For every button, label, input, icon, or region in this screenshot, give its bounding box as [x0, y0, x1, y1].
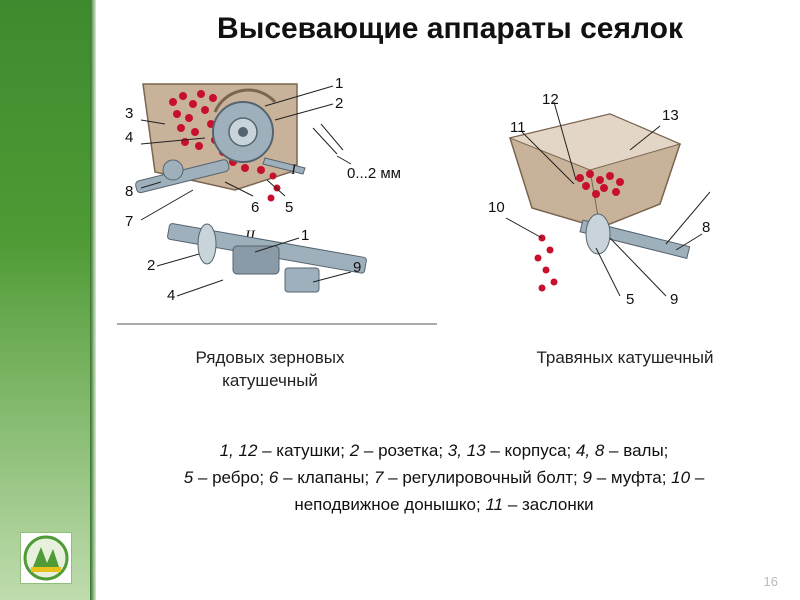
legend-segment: – заслонки: [503, 495, 594, 514]
legend-segment: 10: [671, 468, 690, 487]
label-4: 4: [125, 129, 133, 146]
sidebar-band: [0, 0, 90, 600]
label-12: 12: [542, 91, 559, 108]
legend-segment: – валы;: [604, 441, 668, 460]
label-8: 8: [125, 183, 133, 200]
legend-segment: – клапаны;: [278, 468, 374, 487]
legend-segment: 1, 12: [220, 441, 258, 460]
label-7: 7: [125, 213, 133, 230]
slide-title: Высевающие аппараты сеялок: [110, 12, 790, 46]
legend-segment: 4, 8: [576, 441, 604, 460]
label-13: 13: [662, 107, 679, 124]
legend-segment: 3, 13: [448, 441, 486, 460]
legend-line-3: неподвижное донышко; 11 – заслонки: [104, 491, 784, 518]
label-2: 2: [335, 95, 343, 112]
legend-segment: неподвижное донышко;: [294, 495, 485, 514]
left-caption: Рядовых зерновых катушечный: [150, 346, 390, 392]
legend-segment: – катушки;: [257, 441, 349, 460]
left-caption-line1: Рядовых зерновых: [150, 346, 390, 369]
legend-segment: 6: [269, 468, 278, 487]
legend-segment: – розетка;: [359, 441, 448, 460]
label-6: 6: [251, 199, 259, 216]
right-caption: Травяных катушечный: [505, 346, 745, 369]
university-logo: [20, 532, 72, 584]
label-shaft-1: 1: [301, 227, 309, 244]
page-number: 16: [764, 574, 778, 589]
legend-segment: –: [690, 468, 704, 487]
legend-segment: – муфта;: [592, 468, 671, 487]
label-shaft-2: 2: [147, 257, 155, 274]
label-3: 3: [125, 105, 133, 122]
legend-segment: 11: [485, 495, 503, 514]
logo-graphic: [21, 533, 71, 583]
sidebar-stripe: [90, 0, 96, 600]
label-r9: 9: [670, 291, 678, 308]
legend-segment: 5: [184, 468, 193, 487]
left-caption-line2: катушечный: [150, 369, 390, 392]
label-roman-1: I: [290, 162, 297, 178]
label-1: 1: [335, 75, 343, 92]
label-5: 5: [285, 199, 293, 216]
grass-seeder-diagram: 12 13 11 4 8 10 5 9: [480, 88, 710, 323]
legend-segment: 9: [583, 468, 592, 487]
legend: 1, 12 – катушки; 2 – розетка; 3, 13 – ко…: [104, 437, 784, 518]
label-shaft-9: 9: [353, 259, 361, 276]
label-r8: 8: [702, 219, 710, 236]
label-gap-mm: 0...2 мм: [347, 165, 401, 182]
legend-segment: 2: [350, 441, 359, 460]
legend-segment: – ребро;: [193, 468, 269, 487]
legend-line-2: 5 – ребро; 6 – клапаны; 7 – регулировочн…: [104, 464, 784, 491]
legend-line-1: 1, 12 – катушки; 2 – розетка; 3, 13 – ко…: [104, 437, 784, 464]
label-shaft-4: 4: [167, 287, 175, 304]
legend-segment: – корпуса;: [486, 441, 576, 460]
label-r5: 5: [626, 291, 634, 308]
label-11: 11: [510, 119, 526, 136]
label-10: 10: [488, 199, 505, 216]
grain-seeder-diagram: I II 1 2 3 4 8 7 6 5 0...2 мм 1 2 4 9: [115, 72, 445, 327]
legend-segment: – регулировочный болт;: [383, 468, 582, 487]
